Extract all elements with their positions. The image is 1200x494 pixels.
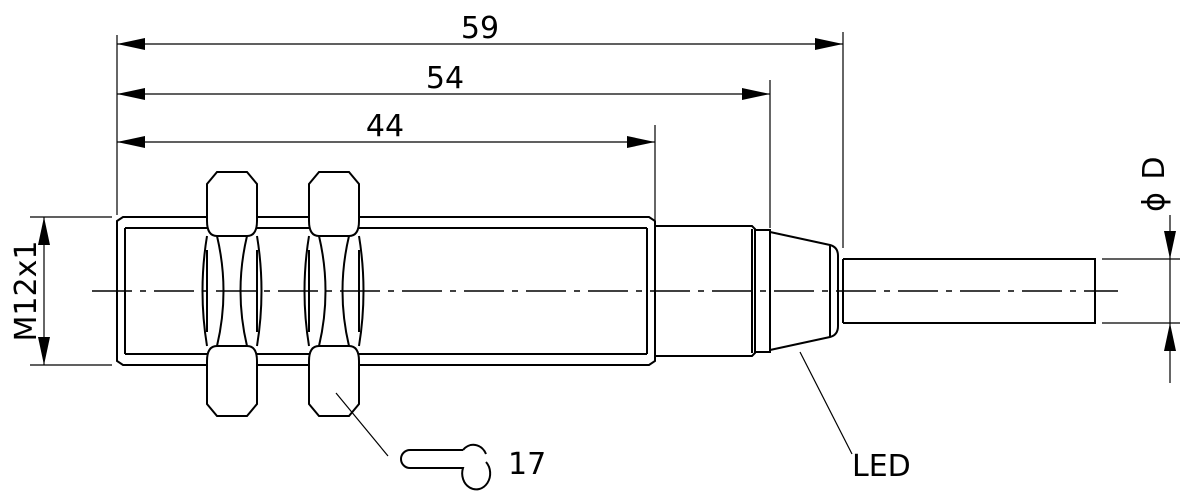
dimension-54: 54 xyxy=(117,61,770,100)
wrench-callout: 17 xyxy=(335,392,546,491)
diameter-symbol: ϕ xyxy=(1137,192,1172,212)
led-label-text: LED xyxy=(852,449,911,484)
thread-size-text: M12x1 xyxy=(9,241,44,342)
hex-nut-1 xyxy=(201,171,263,417)
dimension-59-text: 59 xyxy=(461,11,499,46)
wrench-icon xyxy=(400,443,492,491)
dimension-59: 59 xyxy=(117,11,843,50)
dimension-cable-diameter: ϕ D xyxy=(1137,156,1176,383)
wrench-size-text: 17 xyxy=(508,447,546,482)
cable-diameter-text: D xyxy=(1137,156,1172,179)
dimension-44: 44 xyxy=(117,109,655,148)
dimension-thread: M12x1 xyxy=(9,217,50,365)
led-callout: LED xyxy=(799,351,911,484)
dimension-44-text: 44 xyxy=(366,109,404,144)
hex-nut-2 xyxy=(303,171,365,417)
dimension-54-text: 54 xyxy=(426,61,464,96)
